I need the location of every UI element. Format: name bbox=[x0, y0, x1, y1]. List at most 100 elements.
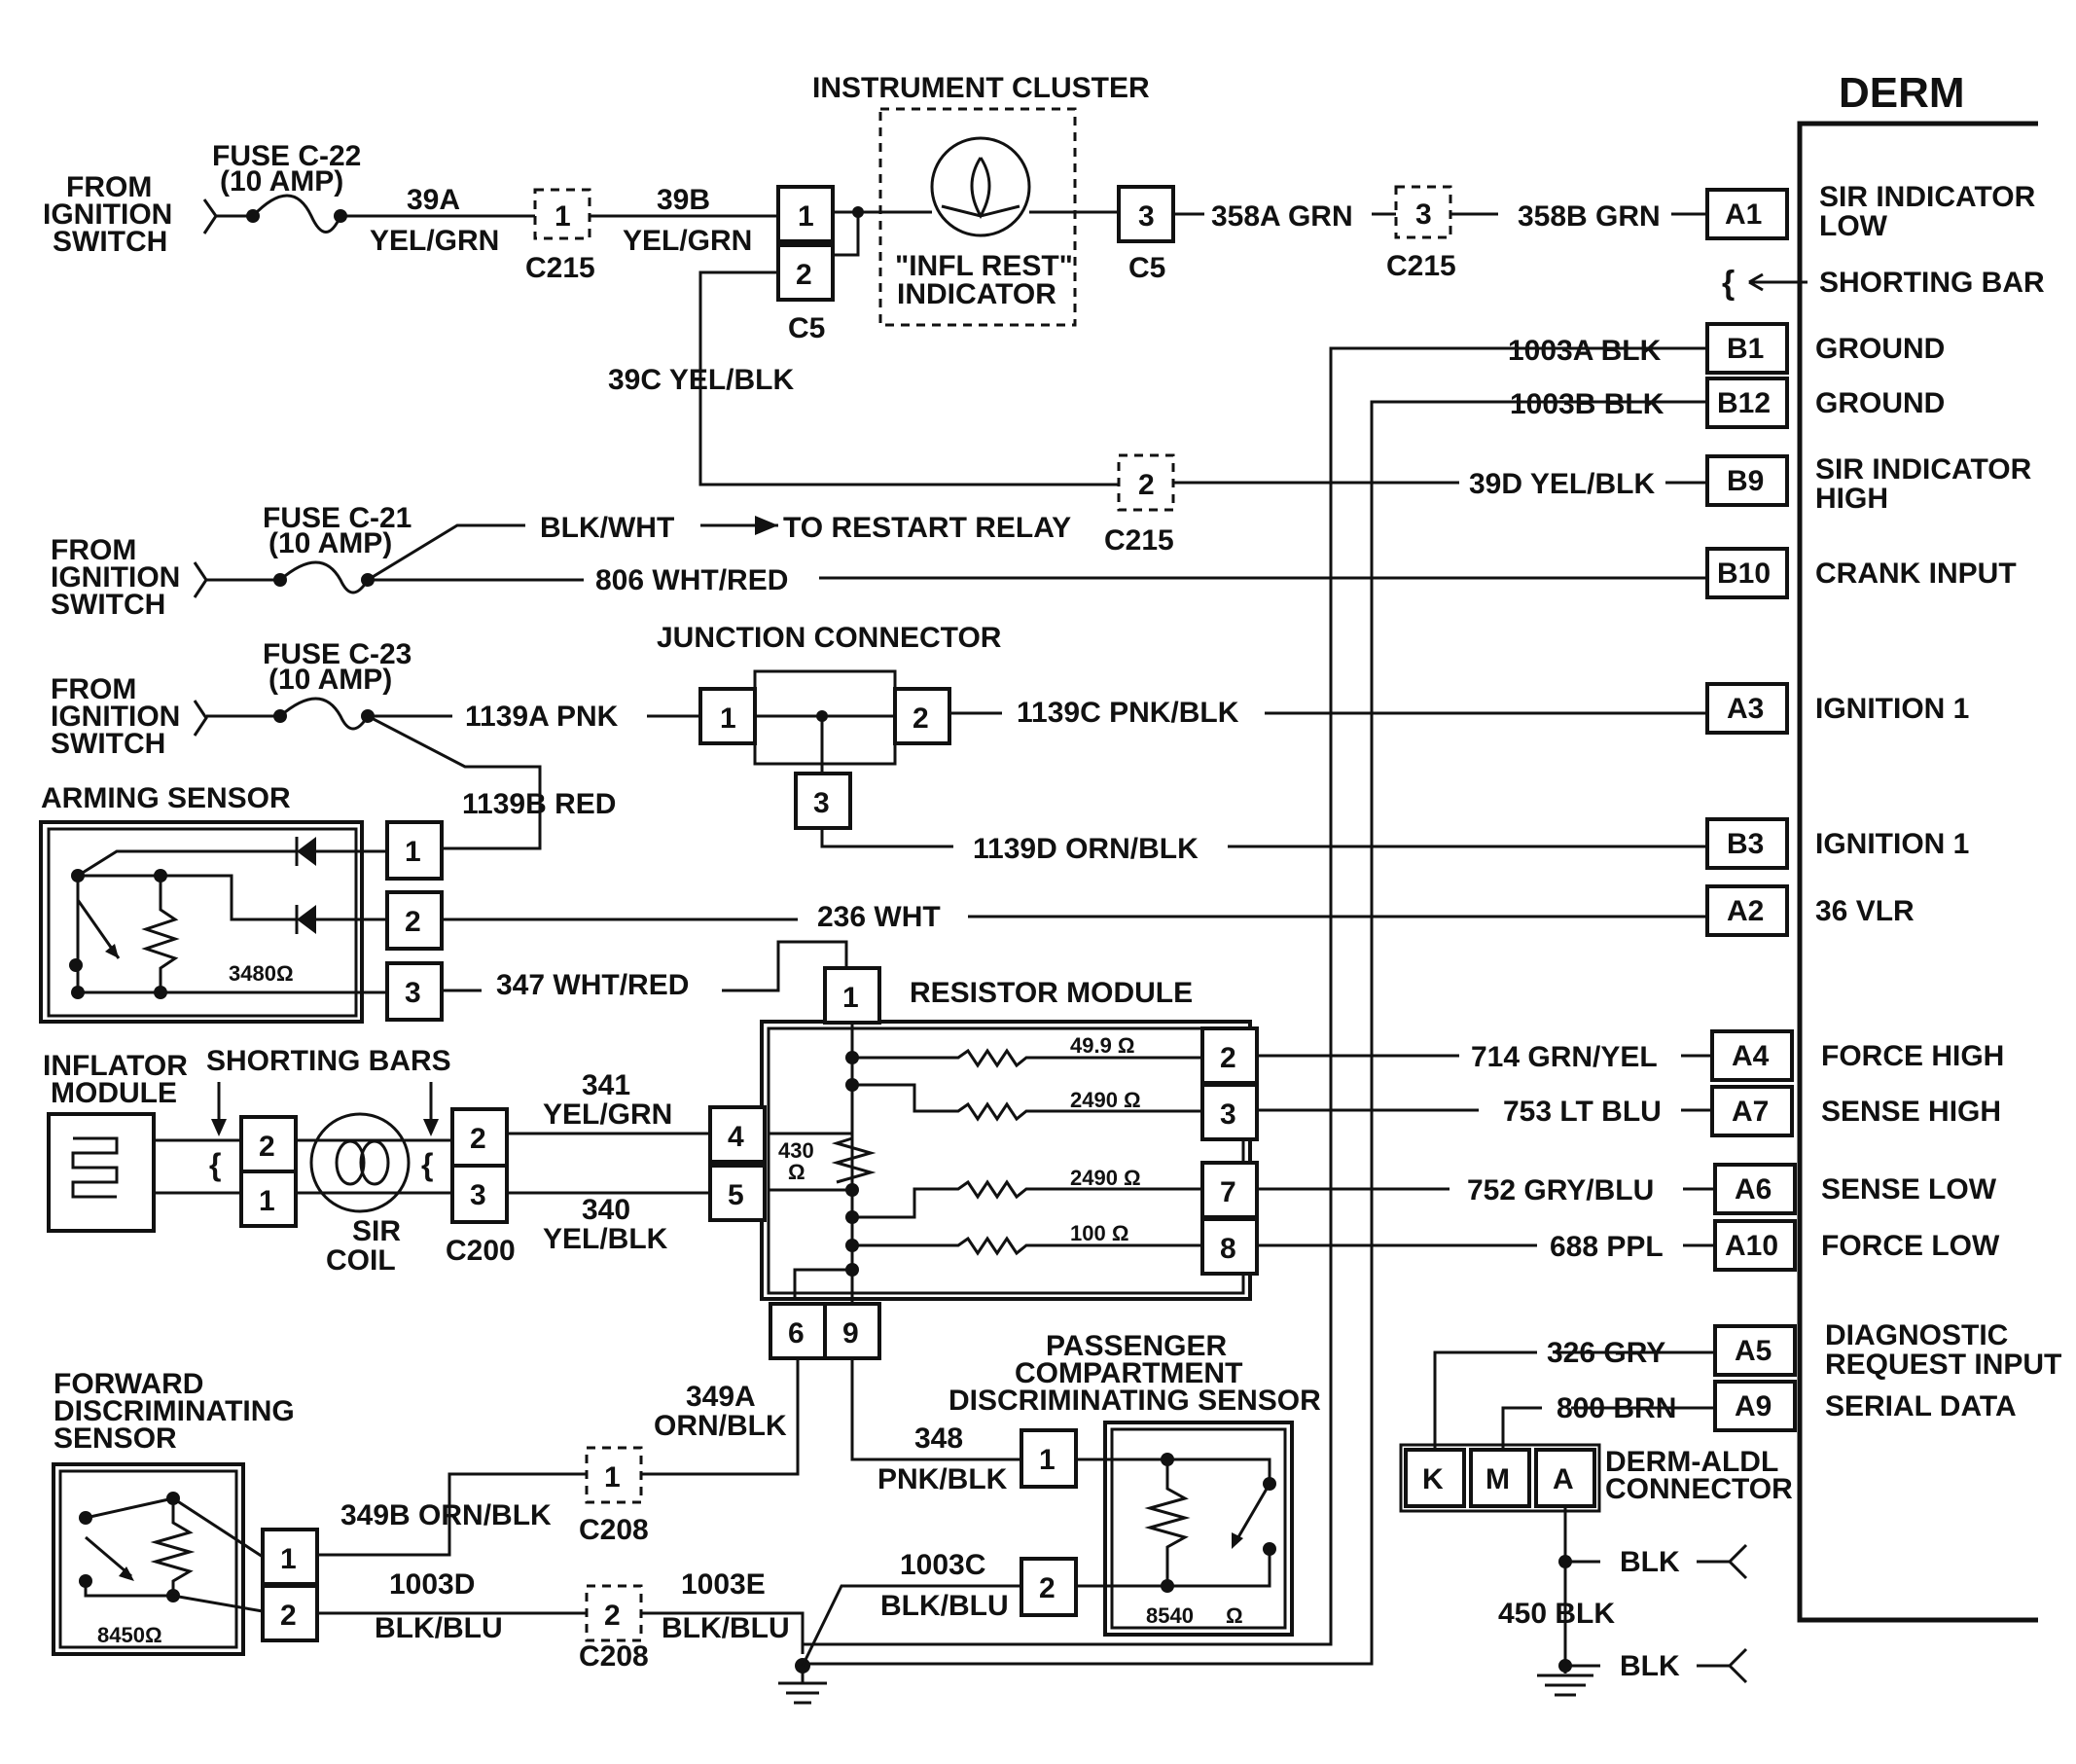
source-2-line1: FROM bbox=[51, 534, 136, 566]
derm-label-sir-low: SIR INDICATOR bbox=[1819, 181, 2036, 213]
wire-326-label: 326 GRY bbox=[1547, 1337, 1665, 1369]
derm-pin-a10 bbox=[1713, 1219, 1797, 1272]
derm-pin-a3-label: A3 bbox=[1727, 693, 1764, 725]
c5-pin-1-num: 1 bbox=[798, 200, 814, 233]
aldl-pin-m bbox=[1469, 1448, 1531, 1508]
derm-pin-b12-label: B12 bbox=[1717, 387, 1771, 419]
derm-label-ground-1: GROUND bbox=[1815, 333, 1945, 365]
sir-coil-icon bbox=[309, 1112, 411, 1213]
sir-coil-label-1: SIR bbox=[352, 1215, 401, 1247]
fuse-c23-amp: (10 AMP) bbox=[268, 664, 392, 696]
derm-label-diag-2: REQUEST INPUT bbox=[1825, 1349, 2061, 1381]
derm-pin-a1-label: A1 bbox=[1725, 198, 1762, 231]
derm-label-force-low: FORCE LOW bbox=[1821, 1230, 2000, 1262]
wire-450-label: 450 BLK bbox=[1498, 1598, 1615, 1630]
inflator-pin-2-num: 2 bbox=[259, 1131, 275, 1163]
wire-806-label: 806 WHT/RED bbox=[595, 564, 788, 596]
c200-pin-3 bbox=[450, 1164, 509, 1224]
arming-title: ARMING SENSOR bbox=[41, 782, 291, 814]
resistor-pin-4-num: 4 bbox=[728, 1121, 744, 1153]
wire-341-label: 341 bbox=[582, 1069, 630, 1101]
junction-pin-2 bbox=[893, 687, 951, 745]
derm-label-sir-high: SIR INDICATOR bbox=[1815, 453, 2032, 486]
resistor-pin-9-num: 9 bbox=[842, 1317, 859, 1350]
cluster-indicator-2: INDICATOR bbox=[897, 278, 1056, 310]
wire-688-label: 688 PPL bbox=[1550, 1231, 1664, 1263]
c208-label-2: C208 bbox=[579, 1640, 649, 1673]
aldl-pin-a-label: A bbox=[1553, 1463, 1574, 1495]
wire-349a-color: ORN/BLK bbox=[654, 1410, 787, 1442]
restart-relay-label: TO RESTART RELAY bbox=[783, 512, 1071, 544]
c215-pin-3-num: 3 bbox=[1415, 198, 1432, 231]
wire-1003c-label: 1003C bbox=[900, 1549, 985, 1581]
source-3-arrow-icon bbox=[193, 700, 208, 737]
derm-pin-a6 bbox=[1713, 1163, 1797, 1215]
aldl-pin-k bbox=[1404, 1448, 1466, 1508]
derm-title: DERM bbox=[1839, 69, 1965, 117]
wire-1003c-color: BLK/BLU bbox=[880, 1590, 1009, 1622]
source-1-line2: IGNITION bbox=[43, 198, 172, 231]
resistor-main-icon bbox=[831, 1136, 877, 1184]
wire-340-color: YEL/BLK bbox=[543, 1223, 668, 1255]
passenger-ohm: 8540 bbox=[1146, 1603, 1194, 1628]
c5-pin-2-num: 2 bbox=[796, 259, 812, 291]
wire-blkwht-label: BLK/WHT bbox=[540, 512, 674, 544]
fuse-c21-label: FUSE C-21 bbox=[263, 502, 412, 534]
c215-pin-1-num: 1 bbox=[555, 200, 571, 233]
fuse-c22-label: FUSE C-22 bbox=[212, 140, 361, 172]
forward-title-1: FORWARD bbox=[54, 1368, 203, 1400]
wire-39c-label: 39C YEL/BLK bbox=[608, 364, 794, 396]
wire-358b-label: 358B GRN bbox=[1518, 200, 1661, 233]
resistor-pin-1 bbox=[823, 966, 881, 1025]
blk-label-1: BLK bbox=[1620, 1546, 1680, 1578]
passenger-ohm-unit: Ω bbox=[1226, 1603, 1243, 1628]
passenger-pin-2 bbox=[1020, 1557, 1078, 1617]
wire-349b-label: 349B ORN/BLK bbox=[340, 1499, 552, 1531]
derm-pin-b10-label: B10 bbox=[1717, 558, 1771, 590]
resistor-pin-3 bbox=[1200, 1083, 1259, 1141]
blk-label-2: BLK bbox=[1620, 1650, 1680, 1682]
wire-236-label: 236 WHT bbox=[817, 901, 941, 933]
c215-pin-3 bbox=[1394, 185, 1452, 239]
wire-348-label: 348 bbox=[914, 1422, 963, 1455]
inflator-box bbox=[47, 1112, 156, 1233]
forward-resistor-icon bbox=[150, 1498, 196, 1596]
sir-coil-label-2: COIL bbox=[326, 1244, 396, 1277]
c215-pin-1 bbox=[533, 188, 591, 240]
resistor-r1-value: 49.9 Ω bbox=[1070, 1033, 1135, 1058]
derm-label-sir-high-2: HIGH bbox=[1815, 483, 1888, 515]
source-1-arrow-icon bbox=[202, 198, 218, 234]
derm-pin-a3 bbox=[1705, 682, 1789, 735]
derm-pin-a5 bbox=[1713, 1324, 1797, 1377]
source-fuse-c23: FROM IGNITION SWITCH FUSE C-23 (10 AMP) … bbox=[51, 638, 700, 850]
fuse-c21-icon bbox=[279, 560, 370, 594]
derm-label-shorting-bar: SHORTING BAR bbox=[1819, 267, 2045, 299]
wire-1139b-label: 1139B RED bbox=[462, 788, 616, 820]
derm-pin-b3 bbox=[1705, 817, 1789, 870]
c208-label-1: C208 bbox=[579, 1514, 649, 1546]
derm-label-vlr: 36 VLR bbox=[1815, 895, 1915, 927]
resistor-main-unit: Ω bbox=[788, 1160, 805, 1184]
derm-label-sense-low: SENSE LOW bbox=[1821, 1173, 1997, 1206]
c5-label-2: C5 bbox=[1128, 252, 1165, 284]
junction-title: JUNCTION CONNECTOR bbox=[657, 622, 1002, 654]
inflator-title-2: MODULE bbox=[51, 1077, 177, 1109]
passenger-discriminating-sensor: PASSENGER COMPARTMENT DISCRIMINATING SEN… bbox=[850, 1330, 1321, 1637]
source-3-line2: IGNITION bbox=[51, 701, 180, 733]
indicator-lamp-icon bbox=[930, 136, 1031, 237]
forward-switch-icon bbox=[85, 1535, 132, 1578]
ground-arrow-2-icon bbox=[1727, 1647, 1748, 1684]
forward-ohm: 8450Ω bbox=[97, 1623, 162, 1647]
resistor-pin-5-num: 5 bbox=[728, 1179, 744, 1211]
c5-pin-2 bbox=[776, 243, 835, 302]
c5-pin-3-num: 3 bbox=[1138, 200, 1155, 233]
wire-1003e-label: 1003E bbox=[681, 1568, 766, 1601]
wire-340-label: 340 bbox=[582, 1194, 630, 1226]
derm-pin-b12 bbox=[1705, 377, 1789, 429]
junction-pin-2-num: 2 bbox=[913, 702, 929, 735]
arming-pin-3-num: 3 bbox=[405, 977, 421, 1009]
arming-resistor-icon bbox=[141, 876, 180, 992]
resistor-title: RESISTOR MODULE bbox=[910, 977, 1193, 1009]
forward-pin-2-num: 2 bbox=[280, 1600, 297, 1632]
